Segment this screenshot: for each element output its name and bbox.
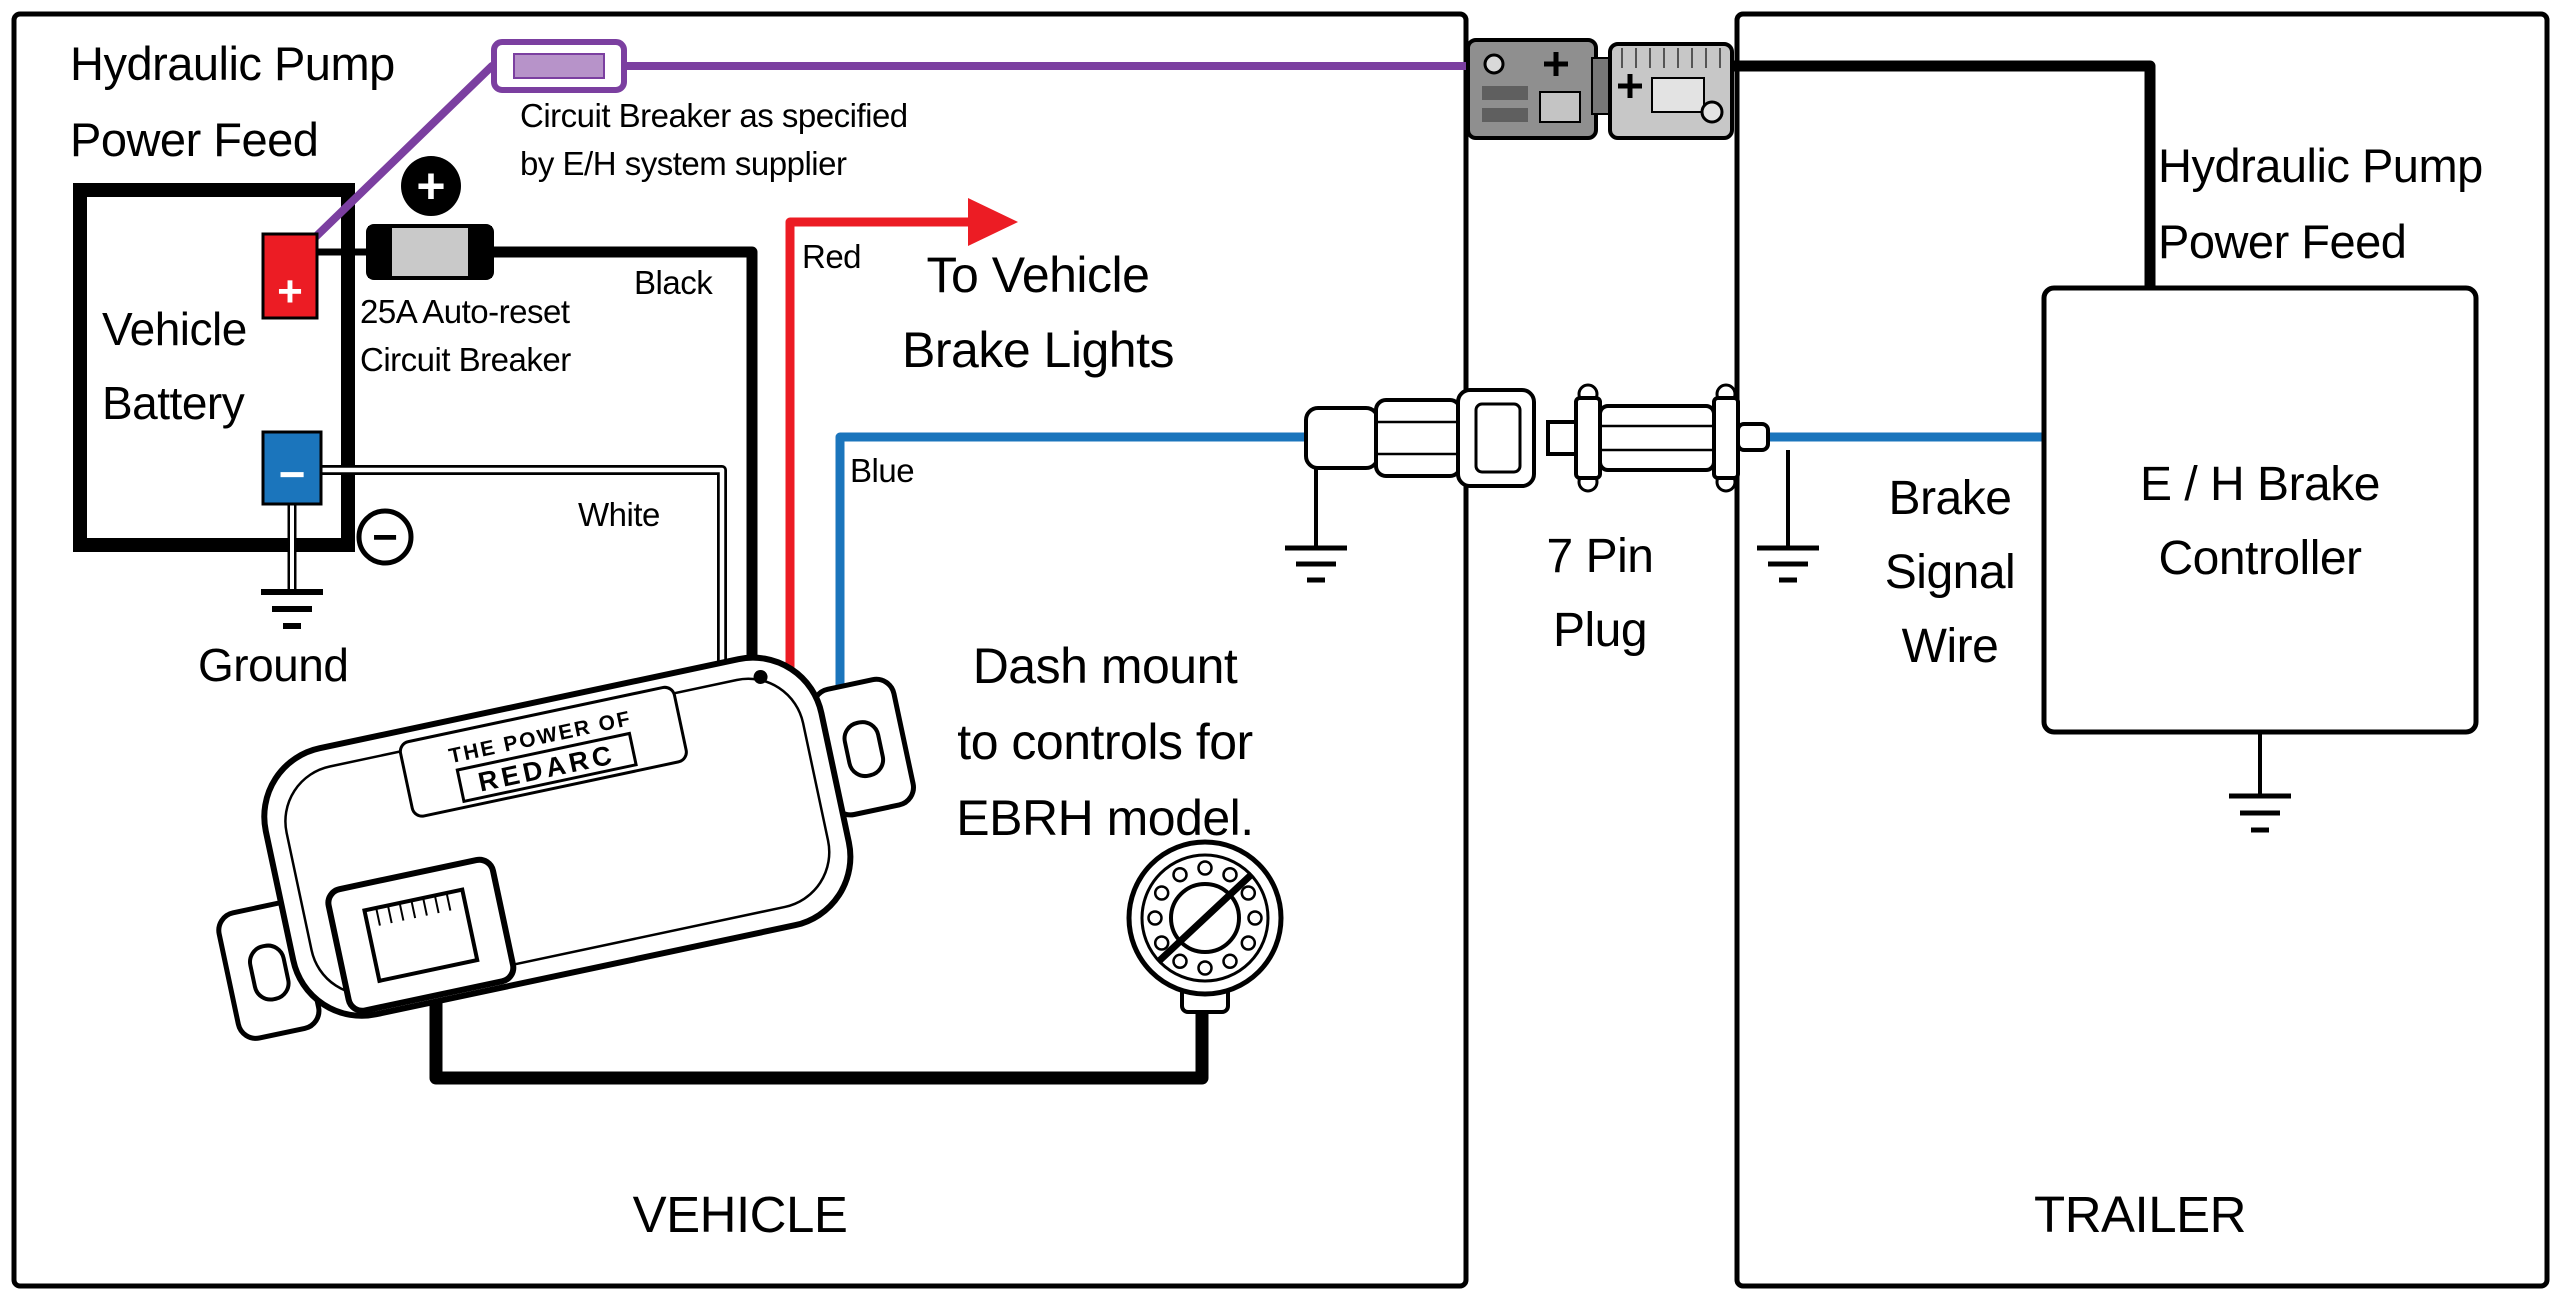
circuit-breaker-note: Circuit Breaker as specified by E/H syst…	[520, 97, 908, 182]
anderson-connector-vehicle	[1466, 38, 1598, 140]
brake-signal-wire-label: Brake Signal Wire	[1884, 472, 2016, 673]
trailer-panel-label: TRAILER	[2034, 1186, 2246, 1243]
auto-reset-breaker	[366, 224, 494, 280]
eh-circuit-breaker	[491, 39, 627, 93]
rj45-port	[325, 856, 517, 1014]
controller-ground-symbol	[2229, 732, 2291, 833]
red-brake-light-wire	[785, 198, 1018, 700]
battery-negative-terminal: −	[261, 430, 323, 506]
white-wire-label: White	[578, 496, 660, 533]
eh-brake-controller-label: E / H Brake Controller	[2140, 458, 2380, 585]
red-arrowhead	[968, 198, 1018, 246]
svg-text:+: +	[277, 267, 303, 316]
anderson-connector-trailer	[1608, 42, 1734, 140]
black-wire-label: Black	[634, 264, 713, 301]
trailer-hydraulic-pump-feed-label: Hydraulic Pump Power Feed	[2158, 139, 2483, 268]
seven-pin-trailer-ground-symbol	[1757, 450, 1819, 583]
svg-text:−: −	[372, 513, 398, 562]
white-ground-wire	[287, 465, 727, 700]
plus-symbol-badge: +	[401, 156, 461, 216]
battery-ground-symbol	[261, 589, 323, 629]
seven-pin-plug-label: 7 Pin Plug	[1546, 530, 1654, 657]
vehicle-hydraulic-pump-feed-label: Hydraulic Pump Power Feed	[70, 37, 395, 166]
ground-label: Ground	[198, 639, 349, 691]
black-power-wire	[490, 246, 758, 700]
vehicle-battery-outline	[73, 183, 355, 552]
dash-remote-wire	[429, 980, 1209, 1085]
minus-symbol-badge: −	[356, 508, 414, 566]
blue-wire-label: Blue	[850, 452, 915, 489]
blue-brake-signal-wire-vehicle	[835, 432, 1318, 712]
seven-pin-vehicle-ground-symbol	[1285, 468, 1347, 583]
redarc-brake-controller-unit: THE POWER OF REDARC	[216, 654, 916, 1041]
seven-pin-plug-vehicle	[1304, 388, 1536, 488]
vehicle-panel-label: VEHICLE	[632, 1186, 848, 1243]
red-wire-label: Red	[802, 238, 862, 275]
status-led	[753, 669, 768, 684]
auto-reset-breaker-label: 25A Auto-reset Circuit Breaker	[360, 293, 571, 378]
dash-remote-dial	[1126, 839, 1284, 1014]
brake-lights-label: To Vehicle Brake Lights	[902, 247, 1174, 378]
svg-text:−: −	[279, 448, 306, 500]
seven-pin-plug-trailer	[1546, 383, 1770, 493]
battery-positive-terminal: +	[261, 232, 319, 320]
svg-text:+: +	[416, 158, 445, 214]
vehicle-battery-label: Vehicle Battery	[102, 303, 247, 429]
trailer-pump-feed-wire	[1728, 60, 2156, 292]
dash-mount-note: Dash mount to controls for EBRH model.	[956, 638, 1254, 846]
